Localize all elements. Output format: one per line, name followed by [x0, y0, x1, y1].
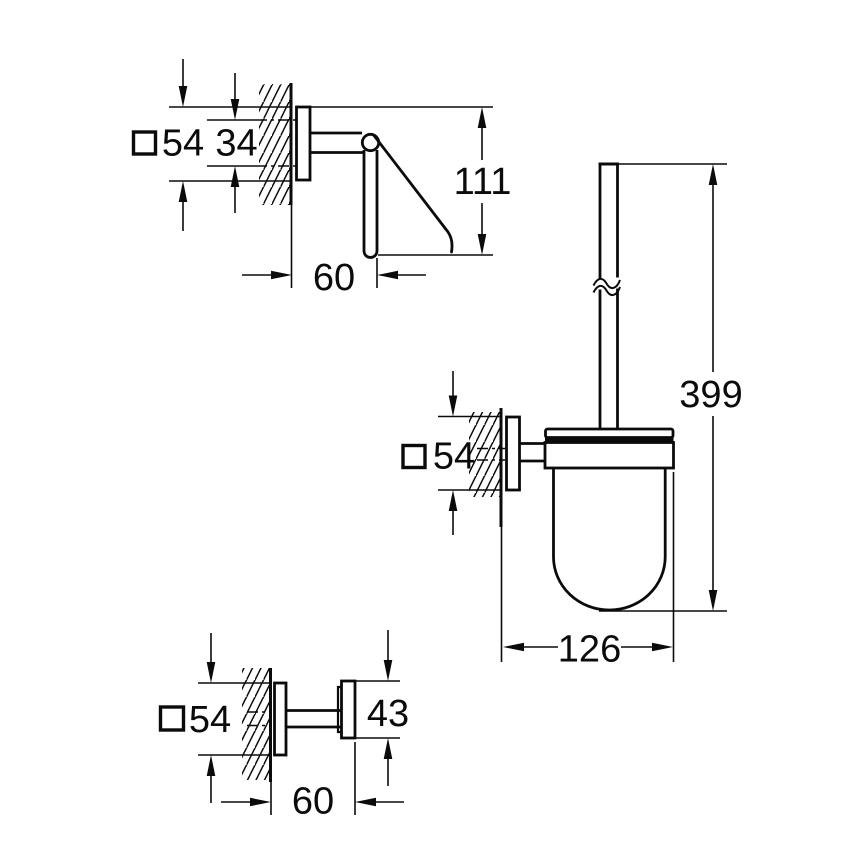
dimension-label-height: 399 [679, 374, 742, 416]
dimension-399 [599, 163, 727, 612]
cover-flap [372, 134, 454, 254]
hook-body [247, 679, 357, 757]
paper-holder-body [295, 105, 454, 259]
wall-hatching [259, 83, 293, 205]
dimension-label-plate: 54 [162, 123, 204, 165]
dimension-label-inner: 34 [215, 123, 257, 165]
handle-break-symbol [592, 277, 621, 289]
wall-plate [273, 681, 288, 757]
drawing-toilet-paper-holder: 54 34 111 60 [131, 59, 512, 299]
dimension-label-head: 43 [367, 693, 409, 735]
brush-holder-body [477, 162, 675, 612]
dimension-54 [169, 59, 291, 231]
dimension-label-height: 111 [454, 161, 512, 203]
dimension-label-depth: 60 [313, 257, 355, 299]
wall-plate [505, 415, 521, 492]
drawing-robe-hook: 54 43 60 [158, 630, 409, 823]
wall-plate [295, 105, 312, 182]
dimension-label-plate: 54 [433, 436, 475, 478]
dimension-43 [355, 630, 400, 786]
square-symbol [158, 705, 186, 732]
dimension-label-depth: 60 [292, 781, 334, 823]
dimension-label-plate: 54 [189, 699, 231, 741]
square-symbol [131, 130, 158, 156]
dimension-60 [221, 742, 404, 815]
hook-head-step [336, 685, 342, 734]
glass-cup [552, 468, 667, 612]
dimension-60 [242, 205, 426, 288]
dimension-34 [207, 73, 296, 213]
roll-rod [362, 150, 379, 259]
collar-top-plate [544, 427, 675, 439]
dimension-54 [198, 633, 270, 803]
hook-head [340, 679, 357, 740]
drawing-toilet-brush-set: 54 399 126 [401, 162, 743, 671]
dimension-111 [310, 106, 493, 256]
collar-band [543, 441, 675, 470]
dimension-label-depth: 126 [558, 629, 621, 671]
dimension-54 [438, 371, 501, 535]
square-symbol [401, 443, 427, 470]
wall-hatching [469, 408, 503, 527]
dimension-126 [500, 472, 675, 662]
